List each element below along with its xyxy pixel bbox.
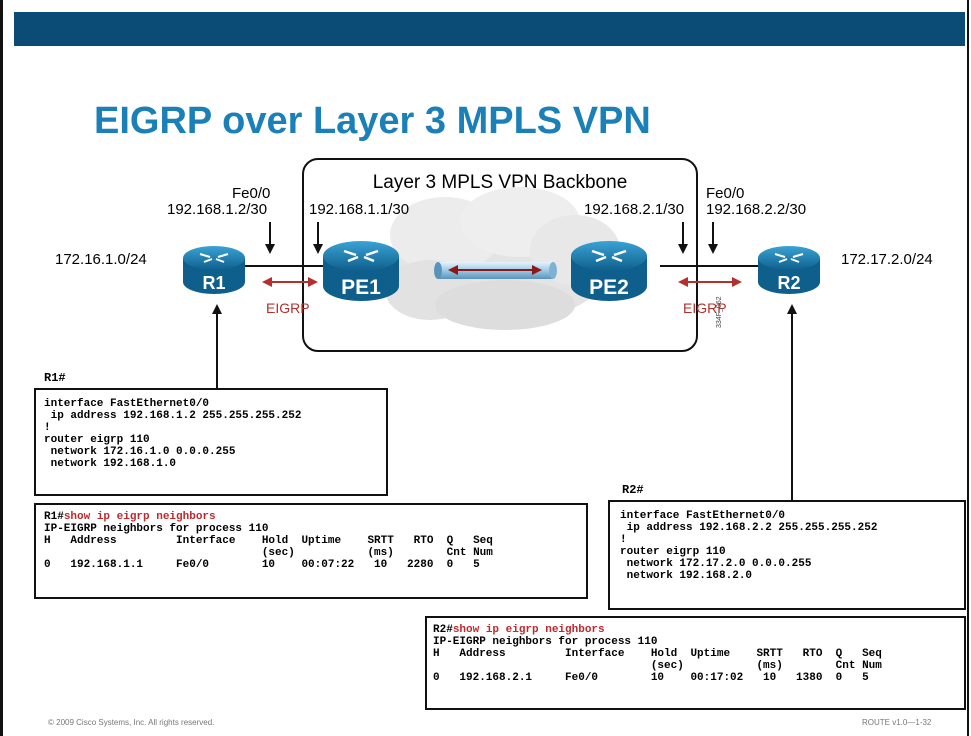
r1-neighbors-output: IP-EIGRP neighbors for process 110 H Add… xyxy=(44,523,493,571)
r2-neighbors-box: R2#show ip eigrp neighbors IP-EIGRP neig… xyxy=(425,616,966,710)
router-pe1-icon[interactable] xyxy=(323,241,399,301)
r2-config-text: interface FastEthernet0/0 ip address 192… xyxy=(620,510,878,582)
r2-lan-label: 172.17.2.0/24 xyxy=(841,251,933,268)
r2-interface-label: Fe0/0 xyxy=(706,185,745,202)
router-r1-label: R1 xyxy=(202,273,226,293)
r2-neighbors-command-line: R2#show ip eigrp neighbors xyxy=(433,624,964,636)
pe1-ip-label: 192.168.1.1/30 xyxy=(309,201,410,218)
figure-code: 334F_062 xyxy=(716,296,723,328)
r1-neighbors-command: show ip eigrp neighbors xyxy=(63,511,216,523)
r2-prompt: R2# xyxy=(622,483,644,497)
r1-neighbors-command-line: R1#show ip eigrp neighbors xyxy=(44,511,586,523)
r2-config-box: interface FastEthernet0/0 ip address 192… xyxy=(608,500,966,610)
header-bar xyxy=(14,12,965,46)
r1-config-text: interface FastEthernet0/0 ip address 192… xyxy=(44,398,302,470)
r2-neighbors-prompt: R2# xyxy=(433,624,453,636)
r2-ip-label: 192.168.2.2/30 xyxy=(706,201,807,218)
r1-prompt: R1# xyxy=(44,371,66,385)
r2-neighbors-command: show ip eigrp neighbors xyxy=(452,624,605,636)
slide-title: EIGRP over Layer 3 MPLS VPN xyxy=(94,100,651,142)
router-r2-icon[interactable] xyxy=(758,246,820,294)
mpls-backbone-box xyxy=(302,158,698,352)
r1-interface-label: Fe0/0 xyxy=(232,185,271,202)
lsp-tunnel xyxy=(434,262,557,279)
r2-neighbors-output: IP-EIGRP neighbors for process 110 H Add… xyxy=(433,636,882,684)
eigrp-right-label: EIGRP xyxy=(683,300,727,316)
footer-course: ROUTE v1.0—1-32 xyxy=(862,718,932,727)
r1-neighbors-box: R1#show ip eigrp neighbors IP-EIGRP neig… xyxy=(34,503,588,599)
footer-copyright: © 2009 Cisco Systems, Inc. All rights re… xyxy=(48,718,215,727)
r1-ip-label: 192.168.1.2/30 xyxy=(167,201,268,218)
router-r1-icon[interactable] xyxy=(183,246,245,294)
backbone-label: Layer 3 MPLS VPN Backbone xyxy=(372,172,628,193)
router-r2-label: R2 xyxy=(777,273,801,293)
r1-neighbors-prompt: R1# xyxy=(44,511,64,523)
router-pe2-icon[interactable] xyxy=(571,241,647,301)
r1-config-box: interface FastEthernet0/0 ip address 192… xyxy=(34,388,388,496)
r1-lan-label: 172.16.1.0/24 xyxy=(55,251,147,268)
router-pe1-label: PE1 xyxy=(341,276,381,299)
pe2-ip-label: 192.168.2.1/30 xyxy=(584,201,685,218)
router-pe2-label: PE2 xyxy=(589,276,629,299)
eigrp-left-label: EIGRP xyxy=(266,300,310,316)
